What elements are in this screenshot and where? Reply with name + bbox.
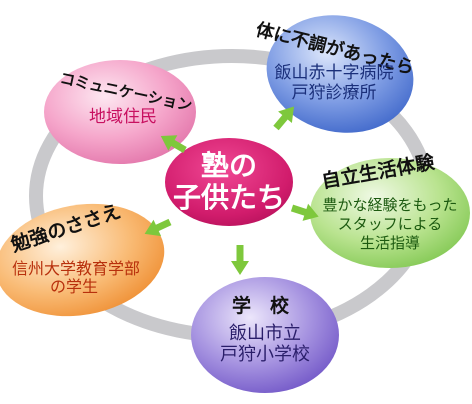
life-bubble bbox=[310, 158, 470, 268]
life-body: 豊かな経験をもった スタッフによる 生活指導 bbox=[306, 196, 472, 252]
center-line-1: 塾の bbox=[200, 149, 257, 182]
arrow-to-health bbox=[273, 106, 294, 131]
arrow-to-life bbox=[290, 203, 319, 221]
arrow-to-study bbox=[144, 218, 172, 237]
health-body: 飯山赤十字病院 戸狩診療所 bbox=[264, 63, 404, 103]
life-line: スタッフによる bbox=[337, 214, 443, 233]
study-line: の学生 bbox=[50, 277, 99, 297]
life-line: 豊かな経験をもった bbox=[322, 196, 458, 214]
life-line: 生活指導 bbox=[359, 233, 420, 252]
center-bubble bbox=[165, 138, 293, 226]
school-line: 戸狩小学校 bbox=[220, 343, 310, 365]
health-line: 飯山赤十字病院 bbox=[274, 63, 394, 83]
arrow-to-community bbox=[160, 135, 187, 154]
health-line: 戸狩診療所 bbox=[291, 82, 377, 103]
school-body: 飯山市立 戸狩小学校 bbox=[205, 323, 325, 365]
school-title: 学 校 bbox=[232, 295, 290, 317]
study-bubble bbox=[0, 203, 165, 317]
arrow-to-school bbox=[231, 245, 249, 275]
school-bubble bbox=[191, 277, 339, 393]
school-line: 飯山市立 bbox=[229, 323, 301, 344]
center-line-2: 子供たち bbox=[172, 181, 285, 215]
community-bubble bbox=[44, 60, 196, 164]
arrows bbox=[144, 106, 319, 275]
community-line: 地域住民 bbox=[89, 107, 157, 127]
community-body: 地域住民 bbox=[68, 107, 178, 128]
study-line: 信州大学教育学部 bbox=[12, 259, 141, 278]
health-bubble bbox=[266, 15, 414, 133]
study-body: 信州大学教育学部 の学生 bbox=[12, 259, 162, 297]
center-label: 塾の 子供たち bbox=[165, 149, 293, 215]
